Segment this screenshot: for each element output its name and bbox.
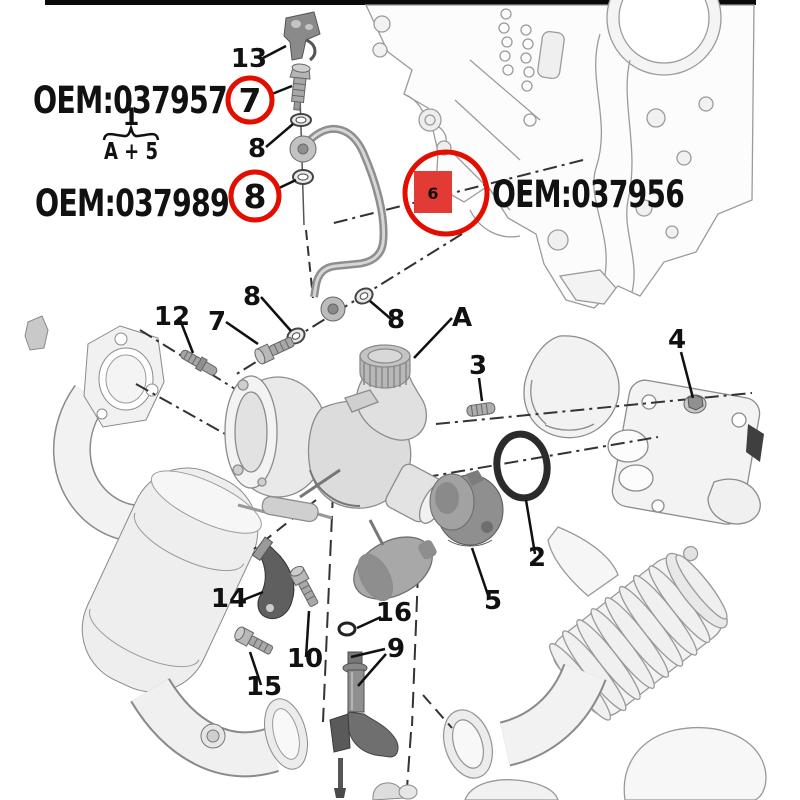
part-label-4: 4 [668,325,686,355]
part-label-9: 9 [387,634,405,664]
oem-number-mid: OEM:037989 [35,182,229,225]
loose-nut-left-edge [24,315,49,351]
oem-mid-circle [228,169,282,223]
oem-right-square [414,171,452,213]
nut-4 [683,394,707,414]
part-label-13: 13 [231,44,267,74]
bracket-14 [251,536,295,620]
oil-feed-pipe-assembly [254,11,388,365]
stud-12 [180,349,218,376]
part-label-8-right: 8 [387,305,405,335]
part-label-8-upper: 8 [248,134,266,164]
o-ring-16 [337,621,357,637]
leader-lines [177,44,695,687]
bolt-15 [234,626,274,655]
group-label-1: 1 A + 5 [102,103,160,165]
part-label-3: 3 [469,351,487,381]
oem-top-circle [225,75,275,125]
part-label-2: 2 [528,543,546,573]
catalytic-converter-drawing [24,315,308,778]
top-border-bar [45,0,756,5]
exhaust-manifold-drawing [523,335,764,525]
group-brace [102,124,160,141]
part-label-A: A [452,303,472,333]
part-label-10: 10 [287,644,323,674]
oem-annotations: OEM:037957 7 OEM:037989 8 6 OEM:037956 [33,75,685,237]
seal-ring-2 [493,430,551,502]
part-label-12: 12 [154,302,190,332]
part-label-8-left: 8 [243,282,261,312]
circled-part-8: 8 [244,177,267,216]
banjo-bolt-7 [289,63,311,111]
oil-return-pipe-9 [329,651,418,800]
part-label-14: 14 [211,584,247,614]
oem-right-circle [402,149,490,237]
oem-number-top: OEM:037957 [33,79,227,122]
air-intake-hose-drawing [442,526,767,800]
boxed-part-6: 6 [427,184,438,203]
engine-block-drawing [364,0,755,309]
wastegate-actuator-pod [353,536,437,602]
circled-part-7: 7 [239,81,262,120]
dark-mark-right-edge [746,424,764,462]
oem-number-right: OEM:037956 [492,173,684,216]
part-label-5: 5 [484,586,502,616]
turbo-inlet-ribbed-cap [359,344,411,389]
stud-3 [466,402,496,417]
part-label-16: 16 [376,598,412,628]
turbocharger-drawing [224,344,448,602]
part-label-15: 15 [246,672,282,702]
banjo-bolt-7-lower [254,336,295,365]
group-number: 1 [123,103,140,131]
actuator-5 [429,470,504,547]
bolt-10 [289,565,319,607]
part-label-7-lower: 7 [208,307,226,337]
group-formula: A + 5 [104,139,158,165]
